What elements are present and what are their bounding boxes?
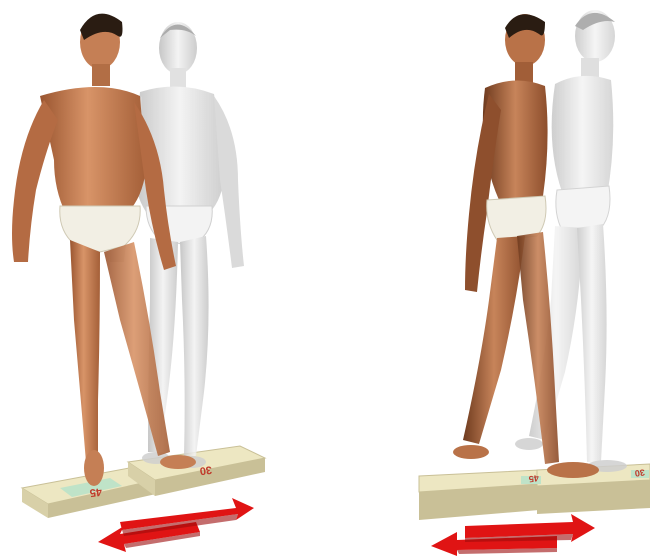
front-view-figure: 45 30 [0, 0, 300, 557]
direction-arrow [431, 514, 595, 556]
front-view-panel: 45 30 [0, 0, 300, 557]
side-view-panel: 45 30 [405, 0, 650, 557]
side-view-figure: 45 30 [405, 0, 650, 557]
plate-left-number: 45 [89, 485, 103, 499]
plate-right-number: 30 [634, 467, 645, 478]
plate-left-number: 45 [528, 473, 539, 484]
platform: 45 30 [419, 464, 650, 520]
walking-figure [12, 14, 196, 486]
direction-arrow [98, 498, 254, 552]
